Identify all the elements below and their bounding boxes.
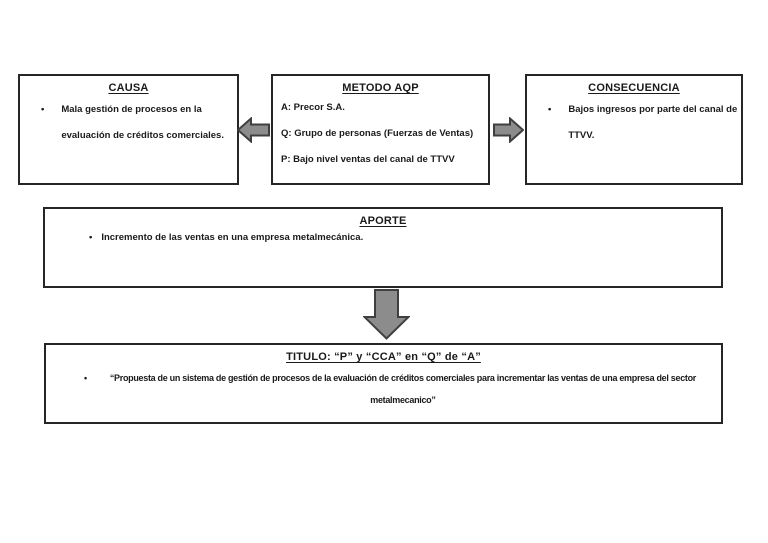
aporte-title: APORTE — [359, 215, 407, 227]
causa-box: CAUSA • Mala gestión de procesos en la e… — [18, 74, 239, 185]
aporte-bullet-item: • Incremento de las ventas en una empres… — [45, 231, 721, 245]
bullet-icon: • — [84, 373, 87, 383]
metodo-aqp-lines: A: Precor S.A. Q: Grupo de personas (Fue… — [273, 101, 488, 166]
arrow-left-icon — [237, 117, 270, 143]
aporte-box: APORTE • Incremento de las ventas en una… — [43, 207, 723, 288]
titulo-bullet-text: “Propuesta de un sistema de gestión de p… — [109, 373, 696, 405]
bullet-icon: • — [89, 232, 93, 243]
causa-title: CAUSA — [108, 82, 149, 94]
bullet-icon: • — [548, 104, 552, 115]
consecuencia-box: CONSECUENCIA • Bajos ingresos por parte … — [525, 74, 743, 185]
titulo-box: TITULO: “P” y “CCA” en “Q” de “A” • “Pro… — [44, 343, 723, 424]
aporte-bullet-text: Incremento de las ventas en una empresa … — [101, 232, 364, 243]
consecuencia-bullet-text: Bajos ingresos por parte del canal de TT… — [568, 104, 738, 141]
metodo-line-p: P: Bajo nivel ventas del canal de TTVV — [281, 154, 455, 165]
metodo-aqp-box: METODO AQP A: Precor S.A. Q: Grupo de pe… — [271, 74, 490, 185]
metodo-line-q: Q: Grupo de personas (Fuerzas de Ventas) — [281, 128, 474, 139]
titulo-bullet-item: • “Propuesta de un sistema de gestión de… — [46, 367, 721, 411]
causa-bullet-item: • Mala gestión de procesos en la evaluac… — [20, 97, 237, 149]
arrow-down-icon — [363, 289, 410, 340]
bullet-icon: • — [41, 104, 45, 115]
metodo-line-a: A: Precor S.A. — [281, 102, 345, 113]
titulo-title: TITULO: “P” y “CCA” en “Q” de “A” — [286, 351, 481, 363]
causa-bullet-text: Mala gestión de procesos en la evaluació… — [61, 104, 224, 141]
metodo-aqp-title: METODO AQP — [342, 82, 419, 94]
consecuencia-title: CONSECUENCIA — [588, 82, 680, 94]
arrow-right-icon — [493, 117, 524, 143]
consecuencia-bullet-item: • Bajos ingresos por parte del canal de … — [527, 97, 741, 149]
